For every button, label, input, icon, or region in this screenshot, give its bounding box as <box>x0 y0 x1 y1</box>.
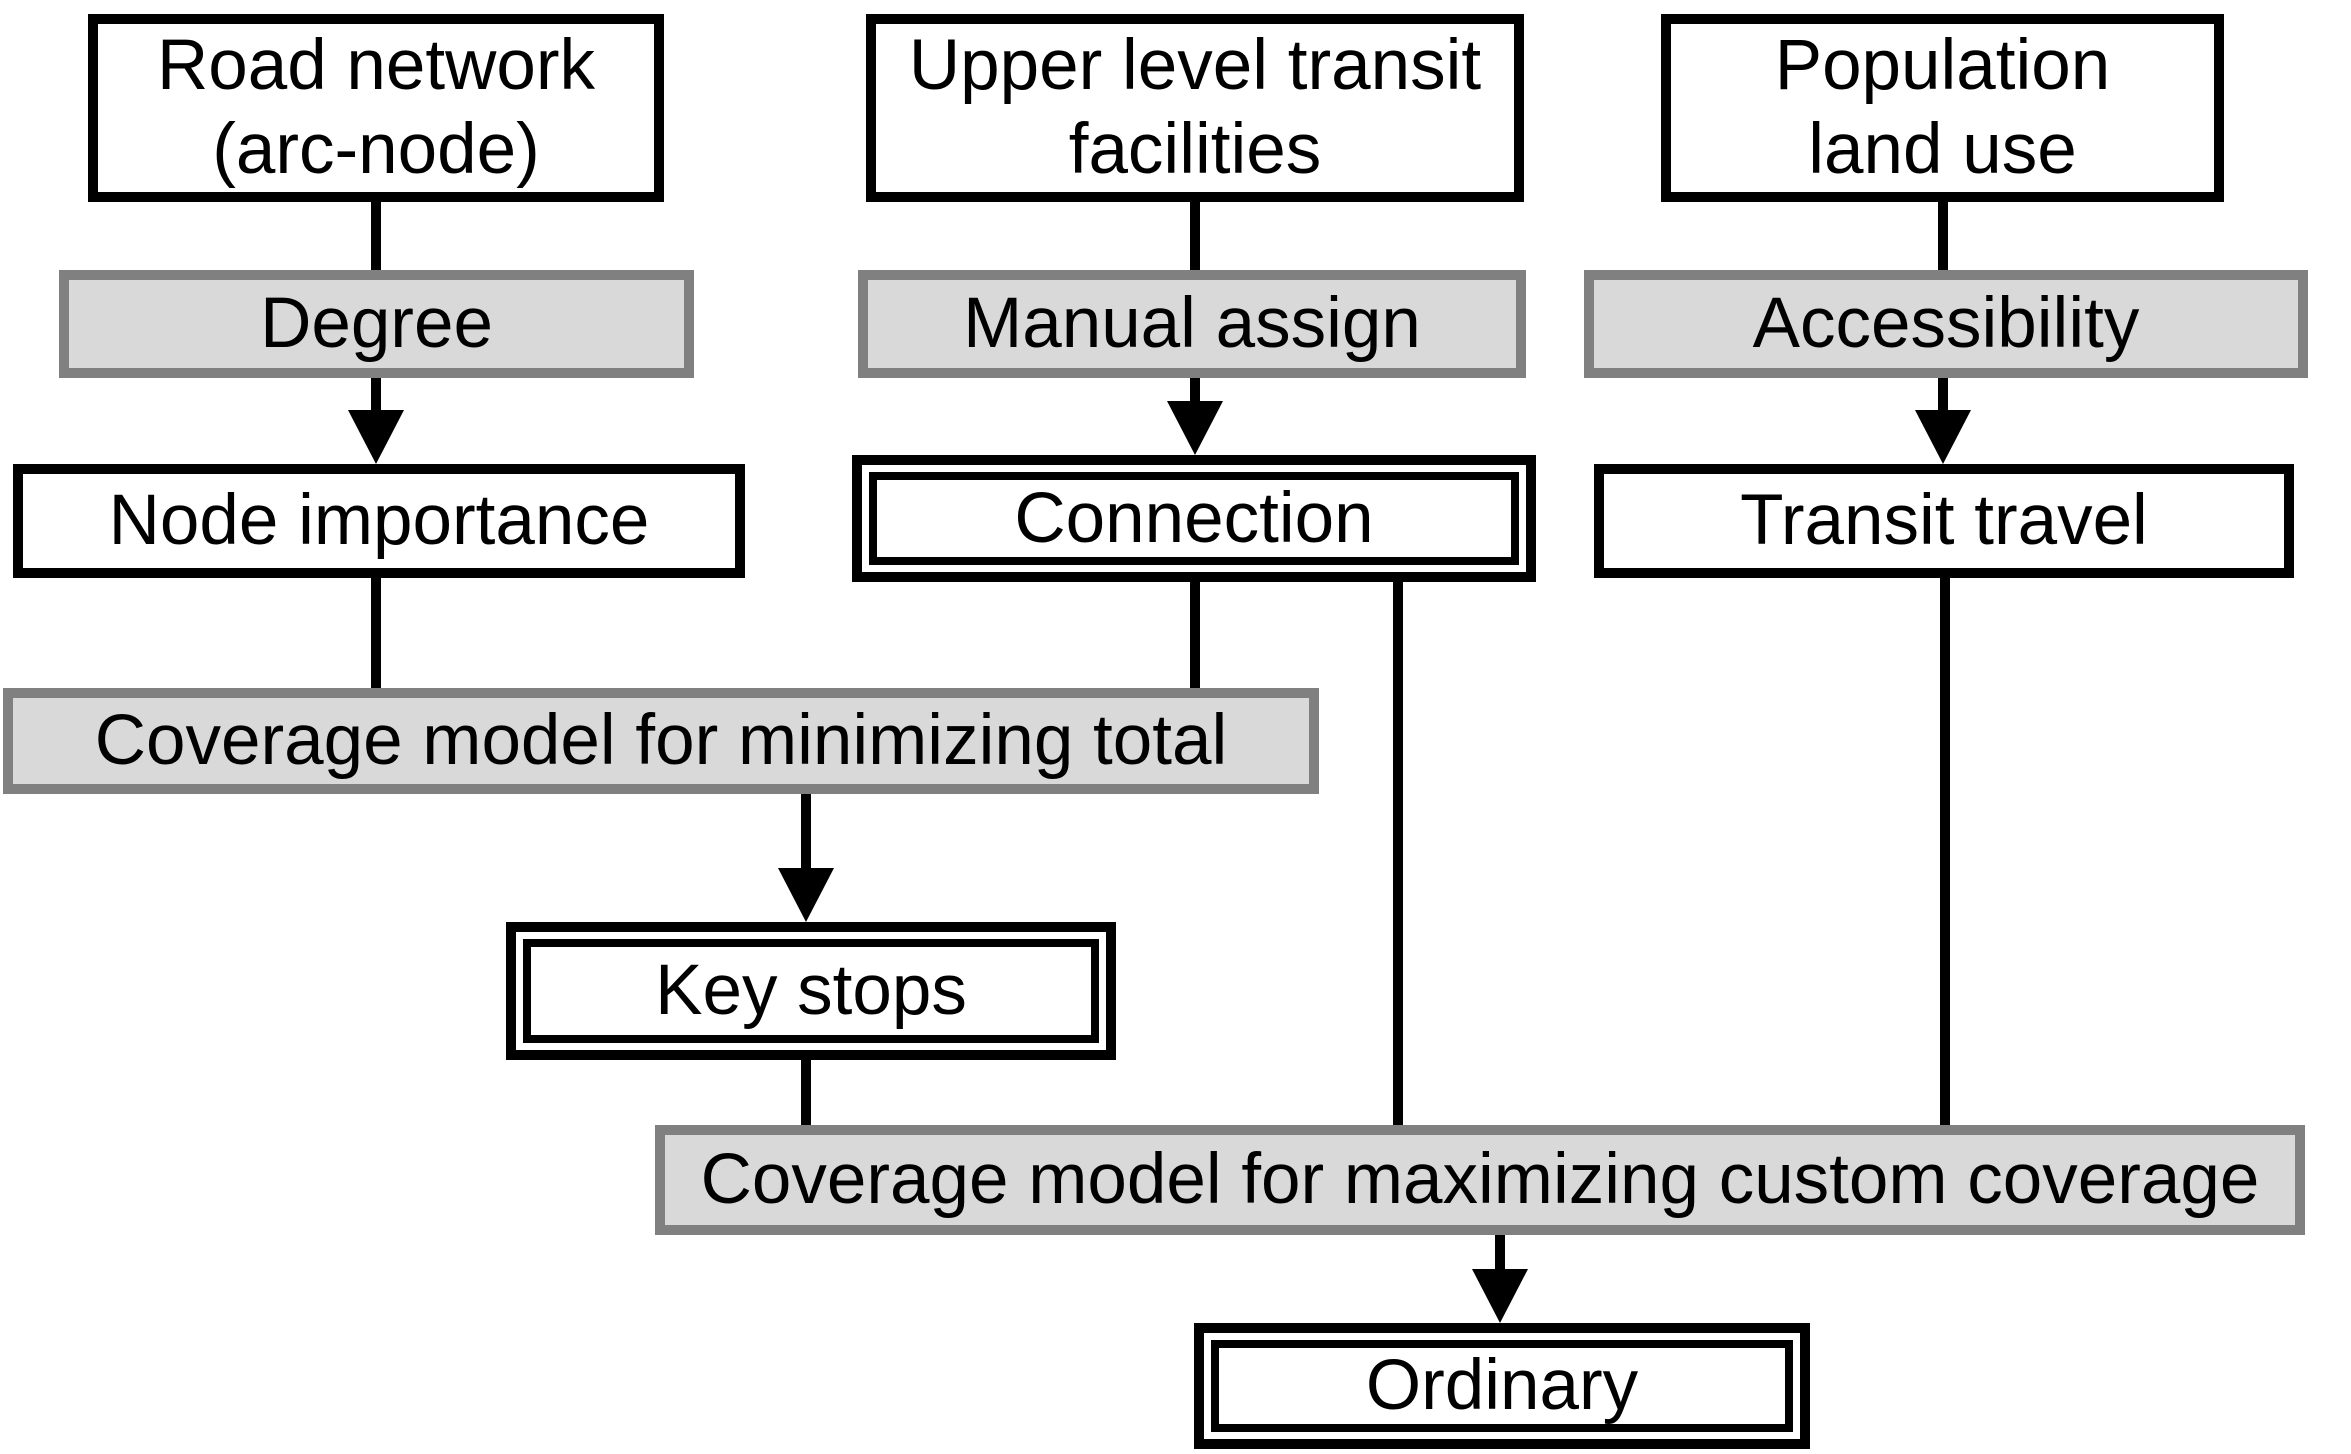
edge-key-stops-to-coverage-max <box>801 1060 811 1125</box>
node-connection: Connection <box>852 455 1536 582</box>
node-coverage-model-minimizing: Coverage model for minimizing total <box>3 688 1319 794</box>
edge-coverage-max-to-ordinary <box>1472 1235 1528 1323</box>
edge-accessibility-to-transit-travel <box>1915 378 1971 464</box>
node-population-land-use-label: Population land use <box>1774 26 2111 189</box>
arrow-shaft <box>1938 378 1948 418</box>
node-road-network-label: Road network (arc-node) <box>156 26 596 189</box>
arrow-shaft <box>371 378 381 418</box>
arrow-head-icon <box>1915 410 1971 464</box>
node-degree-label: Degree <box>260 284 493 364</box>
node-accessibility-label: Accessibility <box>1752 284 2140 364</box>
arrow-head-icon <box>778 868 834 922</box>
node-degree: Degree <box>59 270 694 378</box>
edge-road-network-to-degree <box>371 202 381 270</box>
edge-degree-to-node-importance <box>348 378 404 464</box>
node-connection-label: Connection <box>1014 478 1374 558</box>
node-accessibility: Accessibility <box>1584 270 2308 378</box>
node-transit-travel-label: Transit travel <box>1740 481 2148 561</box>
node-node-importance-label: Node importance <box>108 481 650 561</box>
arrow-shaft <box>1495 1235 1505 1277</box>
arrow-head-icon <box>1472 1269 1528 1323</box>
node-coverage-model-minimizing-label: Coverage model for minimizing total <box>94 701 1228 781</box>
node-ordinary-label: Ordinary <box>1365 1346 1639 1426</box>
edge-connection-to-coverage-max <box>1393 578 1403 1125</box>
edge-coverage-min-to-key-stops <box>778 794 834 922</box>
node-node-importance: Node importance <box>13 464 745 578</box>
node-ordinary: Ordinary <box>1194 1323 1810 1449</box>
node-manual-assign-label: Manual assign <box>963 284 1421 364</box>
edge-manual-assign-to-connection <box>1167 378 1223 455</box>
arrow-head-icon <box>348 410 404 464</box>
node-coverage-model-maximizing-label: Coverage model for maximizing custom cov… <box>700 1140 2260 1220</box>
arrow-shaft <box>801 794 811 876</box>
edge-transit-travel-to-coverage-max <box>1940 578 1950 1125</box>
node-upper-level-transit-facilities-label: Upper level transit facilities <box>908 26 1482 189</box>
node-road-network: Road network (arc-node) <box>88 14 664 202</box>
node-population-land-use: Population land use <box>1661 14 2224 202</box>
node-key-stops-label: Key stops <box>655 951 967 1031</box>
edge-population-to-accessibility <box>1938 202 1948 270</box>
arrow-shaft <box>1190 378 1200 409</box>
node-upper-level-transit-facilities: Upper level transit facilities <box>866 14 1524 202</box>
edge-upper-level-to-manual-assign <box>1190 202 1200 270</box>
edge-node-importance-to-coverage-min <box>371 578 381 688</box>
node-transit-travel: Transit travel <box>1594 464 2294 578</box>
edge-connection-to-coverage-min <box>1190 582 1200 688</box>
node-key-stops: Key stops <box>506 922 1116 1060</box>
node-coverage-model-maximizing: Coverage model for maximizing custom cov… <box>655 1125 2305 1235</box>
node-manual-assign: Manual assign <box>858 270 1526 378</box>
arrow-head-icon <box>1167 401 1223 455</box>
